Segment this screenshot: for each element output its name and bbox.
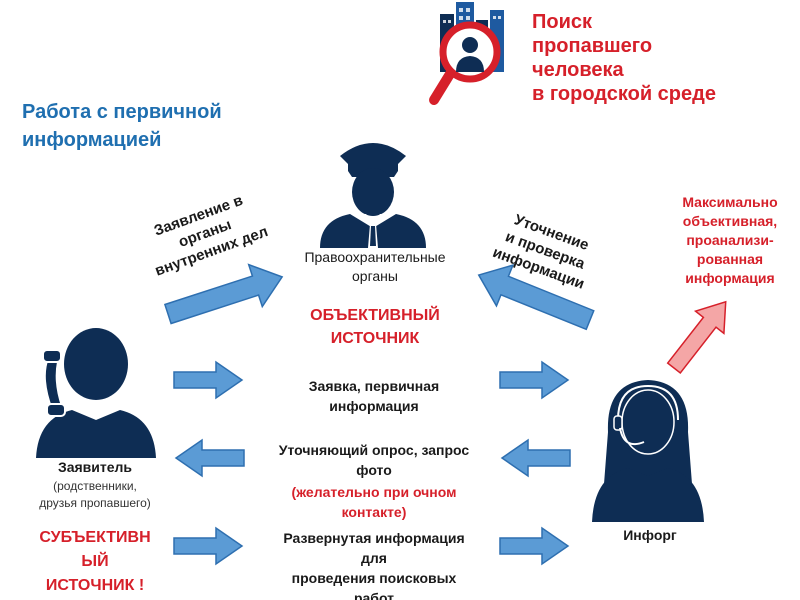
applicant-source-line: ИСТОЧНИК ! (45, 577, 145, 594)
applicant-phone-icon (36, 328, 156, 458)
flow-2-label: Уточняющий опрос, запрос фото (250, 440, 498, 480)
flow-1-line: Заявка, первичная (308, 378, 440, 394)
subtitle: Работа с первичной информацией (22, 98, 222, 154)
flow-3-line: Развернутая информация (283, 530, 465, 546)
outcome-line: информация (685, 270, 775, 286)
outcome-line: проанализи- (686, 232, 774, 248)
applicant-source-label: СУБЪЕКТИВН ЫЙ ИСТОЧНИК ! (10, 526, 180, 598)
applicant-detail-line: (родственники, (53, 479, 137, 493)
subtitle-line: информацией (22, 129, 162, 151)
outcome-line: рованная (696, 251, 764, 267)
title-line: пропавшего (532, 35, 653, 57)
police-source-line: ИСТОЧНИК (330, 330, 420, 347)
diagonal-arrow-right (477, 263, 595, 331)
police-name: Правоохранительные органы (270, 248, 480, 286)
title-line: в городской среде (532, 83, 716, 105)
flow-3-line: проведения поисковых (291, 570, 457, 586)
outcome-line: объективная, (682, 213, 778, 229)
applicant-detail: (родственники, друзья пропавшего) (10, 478, 180, 512)
flow-2-line: фото (356, 462, 392, 478)
flow-3-line: работ (353, 590, 395, 600)
subtitle-line: Работа с первичной (22, 101, 222, 123)
flow-3-arrow-right (499, 526, 570, 566)
title-line: человека (532, 59, 624, 81)
flow-2-arrow-right (500, 438, 571, 478)
police-name-line: Правоохранительные (304, 249, 446, 265)
flow-3-label: Развернутая информация для проведения по… (250, 528, 498, 600)
applicant-detail-line: друзья пропавшего) (39, 496, 151, 510)
flow-3-line: для (361, 550, 387, 566)
flow-1-line: информация (329, 398, 419, 414)
outcome-line: Максимально (682, 194, 778, 210)
outcome-arrow (666, 300, 727, 374)
police-name-line: органы (352, 268, 398, 284)
applicant-source-line: ЫЙ (81, 553, 109, 570)
search-logo-icon (429, 2, 504, 105)
applicant-source-line: СУБЪЕКТИВН (39, 529, 151, 546)
flow-2-line: Уточняющий опрос, запрос (278, 442, 470, 458)
flow-2-note-line: контакте) (341, 504, 407, 520)
inforg-name: Инфорг (623, 527, 677, 543)
flow-2-note: (желательно при очном контакте) (250, 482, 498, 522)
police-source-line: ОБЪЕКТИВНЫЙ (310, 307, 440, 324)
flow-3-arrow-left (173, 526, 244, 566)
title: Поиск пропавшего человека в городской ср… (532, 10, 716, 106)
inforg-operator-icon (592, 380, 704, 522)
flow-1-arrow-right (499, 360, 570, 400)
police-source-label: ОБЪЕКТИВНЫЙ ИСТОЧНИК (270, 304, 480, 350)
flow-1-arrow-left (173, 360, 244, 400)
applicant-name: Заявитель (57, 459, 133, 475)
flow-2-note-line: (желательно при очном (291, 484, 457, 500)
diagonal-arrow-left (163, 263, 284, 325)
flow-1-label: Заявка, первичная информация (250, 376, 498, 416)
police-officer-icon (320, 143, 426, 248)
flow-2-arrow-left (174, 438, 245, 478)
title-line: Поиск (532, 11, 593, 33)
outcome-label: Максимально объективная, проанализи- ров… (660, 193, 800, 288)
